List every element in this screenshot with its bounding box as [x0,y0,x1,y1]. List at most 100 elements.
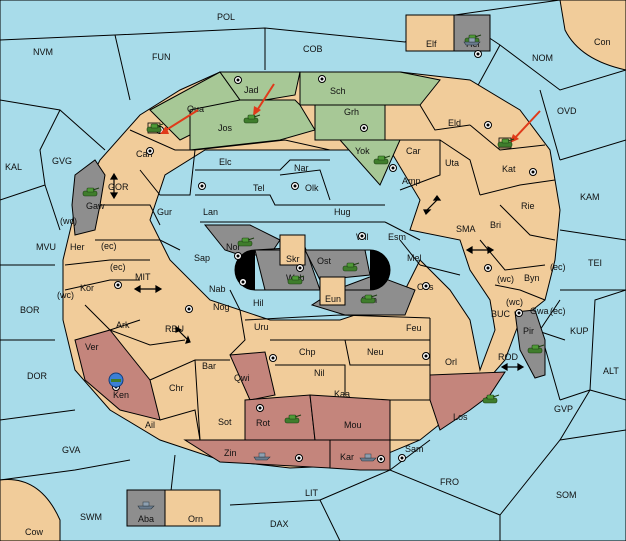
supply-center-dot-core [486,266,490,270]
svg-text:Can: Can [136,149,153,159]
tank-icon[interactable] [482,394,500,404]
fleet-icon[interactable] [359,453,377,462]
svg-text:Esm: Esm [388,232,406,242]
svg-text:Kaa: Kaa [334,389,350,399]
svg-text:Jos: Jos [218,123,233,133]
movement-arrows [109,172,525,372]
supply-center-dot-core [148,149,152,153]
tank-icon[interactable] [243,114,261,124]
tank-icon[interactable] [342,262,360,272]
svg-text:Nar: Nar [294,163,309,173]
label-cow: Cow [25,527,44,537]
svg-text:Aba: Aba [138,514,154,524]
svg-text:Nil: Nil [314,368,325,378]
svg-text:Tel: Tel [253,183,265,193]
supply-center-dot-core [517,311,521,315]
label-gor: GOR [108,182,129,192]
region-kar[interactable] [329,439,391,471]
label-fun: FUN [152,52,171,62]
region-elf[interactable] [405,14,455,52]
supply-center-dot-core [486,123,490,127]
label-mvu: MVU [36,242,56,252]
label-kup: KUP [570,326,589,336]
svg-text:Rie: Rie [521,201,535,211]
supply-center-dot-core [424,354,428,358]
tank-icon[interactable] [237,237,255,247]
supply-center-dot-core [531,170,535,174]
region-orn[interactable] [164,489,221,527]
label-dax: DAX [270,519,289,529]
land-borders [64,104,556,441]
supply-center-dot-core [400,456,404,460]
svg-text:Chp: Chp [299,347,316,357]
label-alt: ALT [603,366,619,376]
rebel-icon[interactable] [108,372,124,388]
svg-text:(wc): (wc) [506,297,523,307]
svg-text:Ail: Ail [145,420,155,430]
label-gvg: GVG [52,156,72,166]
label-som: SOM [556,490,577,500]
svg-text:Gur: Gur [157,207,172,217]
svg-text:Sap: Sap [194,253,210,263]
svg-text:Nor: Nor [226,242,241,252]
label-con: Con [594,37,611,47]
region-skr[interactable] [279,234,306,266]
region-pir[interactable] [514,309,546,379]
region-cow[interactable] [0,479,61,541]
label-mit: MIT [135,272,151,282]
svg-text:Mou: Mou [344,420,362,430]
svg-text:(ec): (ec) [110,262,126,272]
svg-text:Eld: Eld [448,118,461,128]
supply-center-dot-core [320,77,324,81]
svg-text:Nab: Nab [209,284,226,294]
svg-text:Kar: Kar [340,452,354,462]
tank-icon[interactable] [360,294,378,304]
tank-icon[interactable] [146,123,164,133]
svg-text:(ec): (ec) [550,306,566,316]
sea-labels: POL NVM FUN COB NOM OVD KAL GVG GOR MVU … [5,12,619,537]
order-arrowheads [160,106,519,143]
svg-text:Gwa: Gwa [530,306,549,316]
label-nvm: NVM [33,47,53,57]
svg-text:Bri: Bri [490,220,501,230]
supply-center-dot-core [297,456,301,460]
tank-icon[interactable] [82,187,100,197]
tank-icon[interactable] [497,138,515,148]
tank-icon[interactable] [373,155,391,165]
region-yok[interactable] [338,139,401,186]
svg-text:Ost: Ost [317,256,332,266]
svg-text:Uru: Uru [254,322,269,332]
label-buc: BUC [491,309,511,319]
supply-center-dot-core [187,307,191,311]
label-lit: LIT [305,488,319,498]
region-qwi[interactable] [229,351,276,401]
supply-center-dot-core [360,234,364,238]
tank-icon[interactable] [284,414,302,424]
region-mou[interactable] [309,394,391,441]
svg-text:Rot: Rot [256,418,271,428]
label-swm: SWM [80,512,102,522]
region-jos[interactable] [189,99,316,151]
svg-text:Gaw: Gaw [86,201,105,211]
supply-center-dot-core [116,283,120,287]
svg-text:(wc): (wc) [60,216,77,226]
fleet-icon[interactable] [137,501,155,510]
supply-center-dot-core [298,266,302,270]
svg-text:Sot: Sot [218,417,232,427]
label-kal: KAL [5,162,22,172]
supply-center-dot-core [293,184,297,188]
region-gaw[interactable] [71,159,106,236]
region-eun[interactable] [319,276,346,306]
tank-icon[interactable] [287,275,305,285]
svg-text:Ver: Ver [85,342,99,352]
supply-center-dot-core [271,356,275,360]
fleet-icon[interactable] [463,37,481,46]
svg-text:Olk: Olk [305,183,319,193]
fleet-icon[interactable] [253,452,271,461]
region-sch[interactable] [299,71,441,106]
svg-text:Amp: Amp [402,176,421,186]
tank-icon[interactable] [527,344,545,354]
svg-text:Kat: Kat [502,164,516,174]
svg-text:Hug: Hug [334,207,351,217]
svg-text:Zin: Zin [224,448,237,458]
